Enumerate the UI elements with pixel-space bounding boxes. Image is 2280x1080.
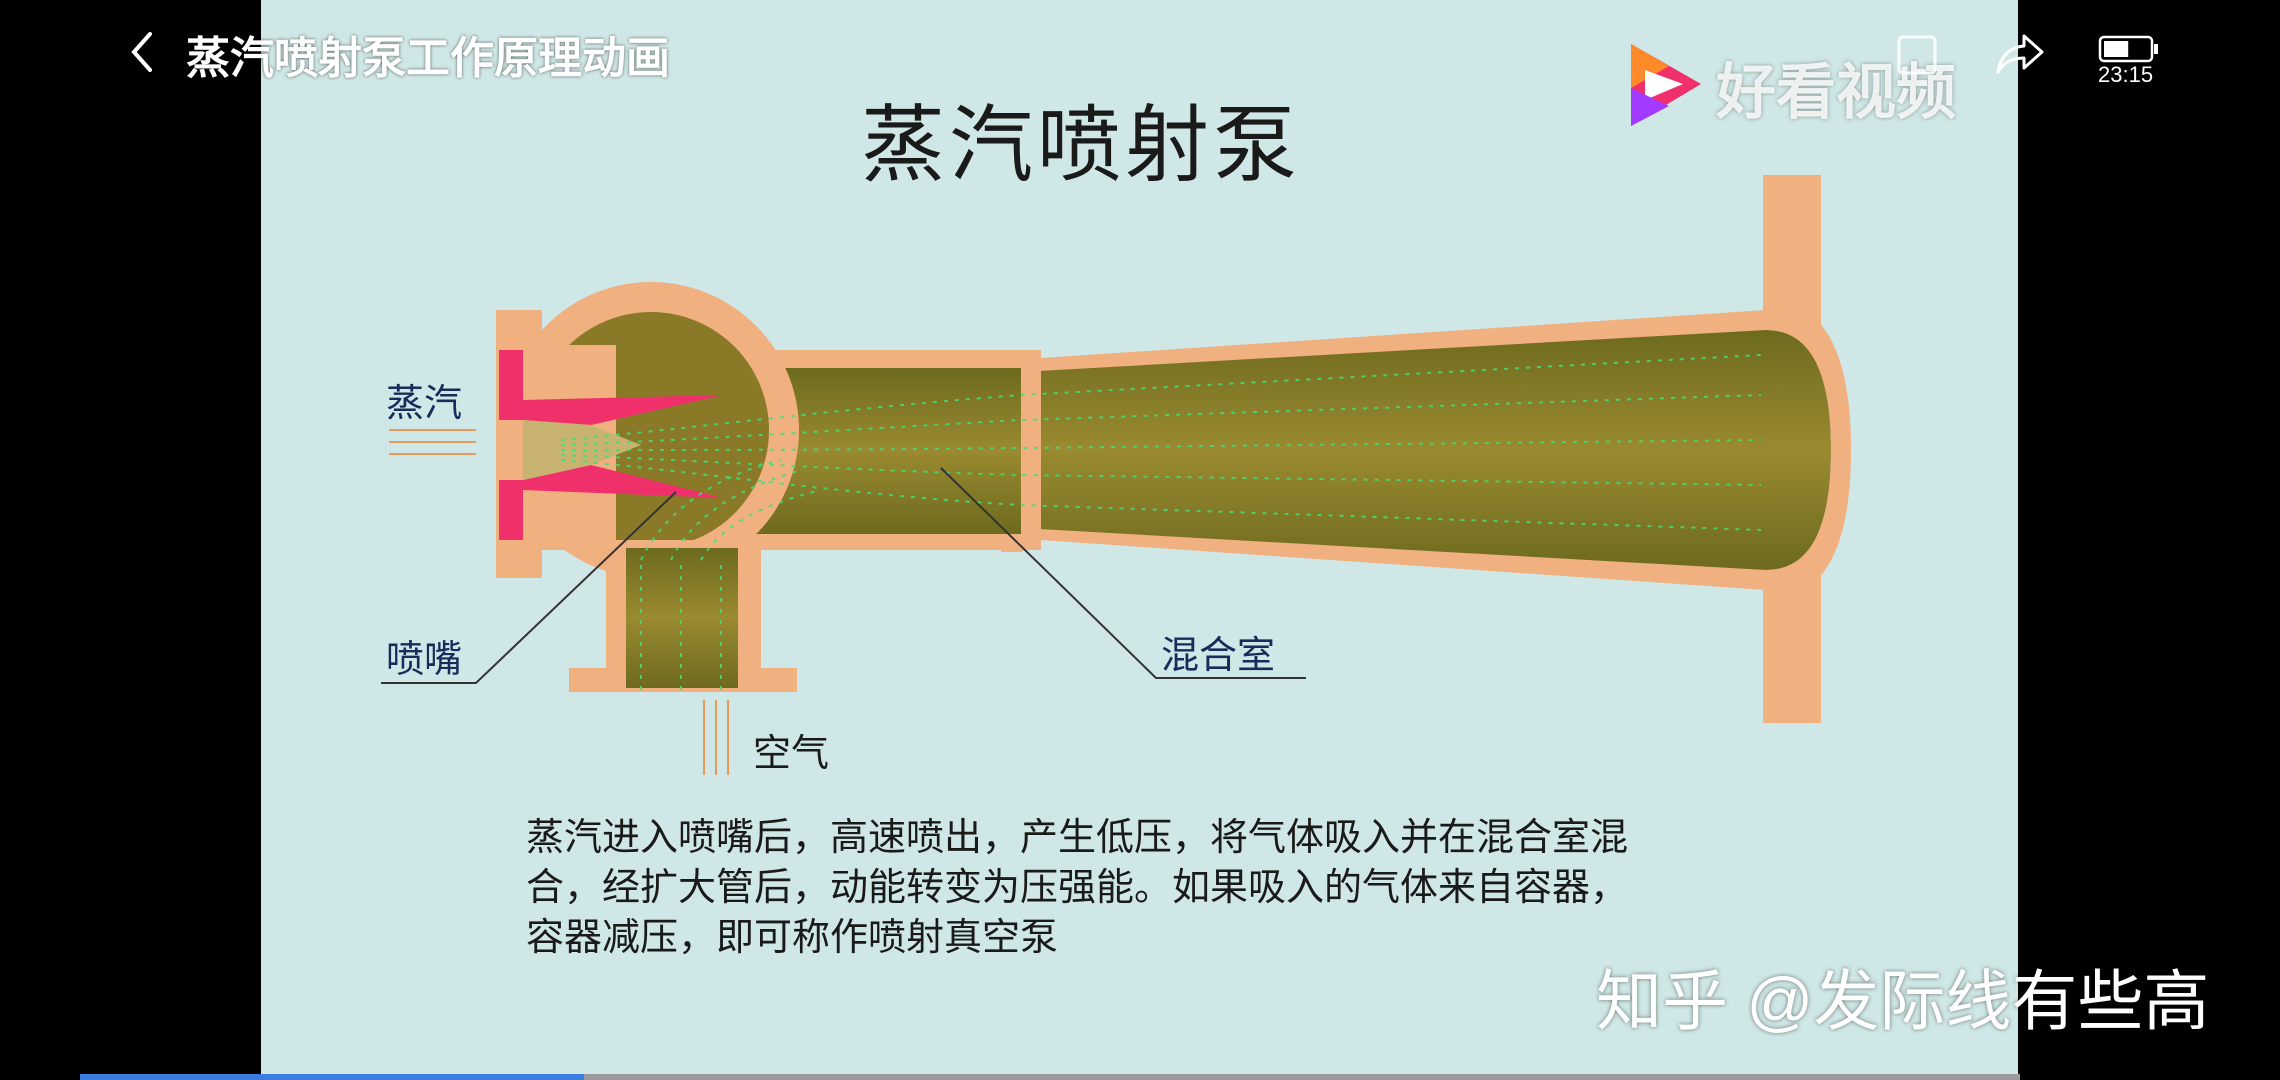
streamlines — [560, 354, 1762, 690]
nozzle-upper — [499, 350, 723, 425]
outlet-bell — [1766, 300, 1851, 600]
progress-fill — [80, 1074, 585, 1080]
video-title: 蒸汽喷射泵工作原理动画 — [186, 34, 670, 83]
steam-arrows — [389, 429, 476, 455]
label-nozzle: 喷嘴 — [386, 637, 463, 681]
chevron-left-icon — [131, 32, 152, 72]
diagram-title: 蒸汽喷射泵 — [861, 96, 1302, 194]
caption-line: 蒸汽进入喷嘴后，高速喷出，产生低压，将气体吸入并在混合室混 — [526, 815, 1629, 859]
clock: 23:15 — [2098, 62, 2154, 87]
square-icon — [1897, 35, 1937, 75]
share-button[interactable] — [1990, 24, 2050, 84]
air-arrows — [703, 700, 729, 775]
haokan-logo-icon — [1631, 44, 1701, 126]
label-mixing-chamber: 混合室 — [1161, 633, 1276, 677]
credit-watermark: 知乎 @发际线有些高 — [1596, 964, 2210, 1038]
leader-lines — [381, 467, 1306, 684]
platform-watermark: 好看视频 — [1716, 59, 1956, 126]
nozzle-throat — [523, 420, 641, 480]
label-air: 空气 — [753, 731, 830, 775]
nozzle-lower — [499, 465, 723, 540]
share-arrow-icon — [1996, 34, 2044, 74]
diagram-caption: 蒸汽进入喷嘴后，高速喷出，产生低压，将气体吸入并在混合室混 合，经扩大管后，动能… — [526, 812, 1826, 962]
label-steam: 蒸汽 — [386, 381, 463, 425]
fullscreen-button[interactable] — [1890, 28, 1944, 82]
steam-jet-pump-diagram — [381, 175, 1851, 775]
caption-line: 容器减压，即可称作喷射真空泵 — [526, 915, 1059, 959]
progress-bar[interactable] — [80, 1074, 2020, 1080]
diffuser-flow — [1021, 330, 1831, 570]
battery-icon — [2098, 35, 2158, 63]
video-frame[interactable]: 蒸汽喷射泵 — [261, 0, 2018, 1080]
back-button[interactable] — [118, 28, 166, 76]
caption-line: 合，经扩大管后，动能转变为压强能。如果吸入的气体来自容器， — [526, 865, 1629, 909]
